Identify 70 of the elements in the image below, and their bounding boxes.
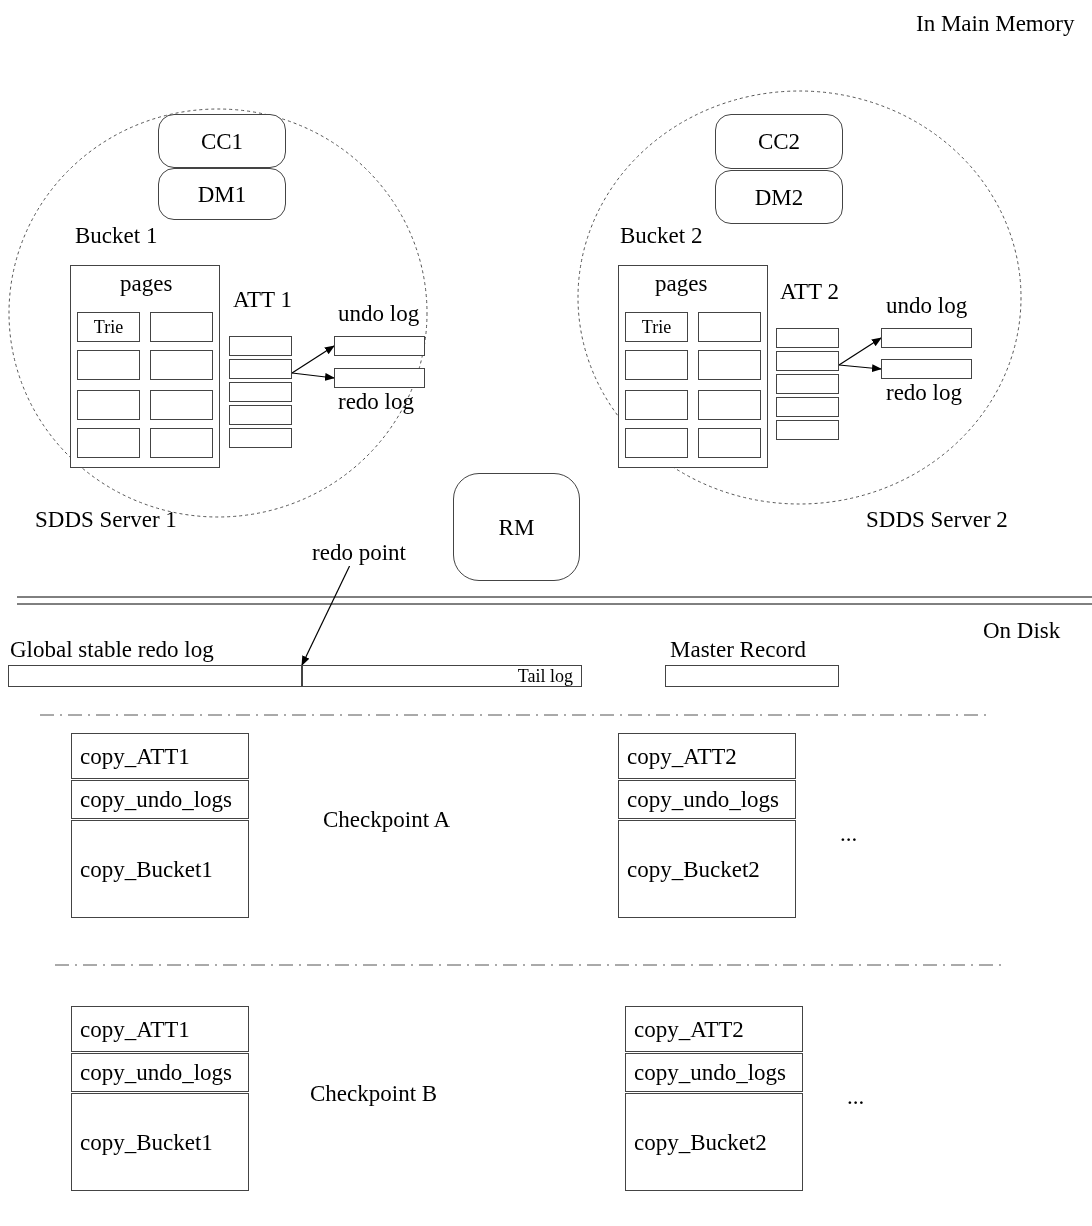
table-row [776, 397, 839, 417]
region-label: In Main Memory [916, 12, 1075, 35]
bucket-label: Bucket 2 [620, 224, 703, 247]
copy-box: copy_undo_logs [625, 1053, 803, 1092]
log-label: undo log [338, 302, 420, 325]
copy-box: copy_Bucket1 [71, 820, 249, 918]
page-cell [625, 428, 688, 458]
component-box: CC2 [715, 114, 843, 169]
checkpoint-label: Checkpoint A [323, 808, 451, 831]
server-label: SDDS Server 2 [866, 508, 1008, 531]
log-label: Global stable redo log [10, 638, 214, 661]
table-row [229, 382, 292, 402]
table-row [229, 336, 292, 356]
page-cell [625, 390, 688, 420]
log-segment: Tail log [302, 665, 582, 687]
table-row [776, 374, 839, 394]
log-segment [8, 665, 302, 687]
pages-label: pages [655, 272, 708, 295]
page-cell [698, 390, 761, 420]
page-cell [150, 312, 213, 342]
copy-box: copy_ATT1 [71, 1006, 249, 1052]
table-label: ATT 2 [780, 280, 839, 303]
page-cell [150, 390, 213, 420]
copy-box: copy_undo_logs [71, 780, 249, 819]
checkpoint-label: Checkpoint B [310, 1082, 438, 1105]
ellipsis: ... [840, 822, 858, 845]
ellipsis: ... [847, 1085, 865, 1108]
page-cell [625, 350, 688, 380]
table-row [229, 428, 292, 448]
arrow [838, 364, 882, 373]
pages-label: pages [120, 272, 173, 295]
arrow [291, 345, 335, 374]
copy-box: copy_undo_logs [71, 1053, 249, 1092]
bucket-label: Bucket 1 [75, 224, 158, 247]
table-row [229, 359, 292, 379]
copy-box: copy_ATT1 [71, 733, 249, 779]
table-row [229, 405, 292, 425]
page-cell [698, 350, 761, 380]
arrow [301, 565, 351, 666]
component-box: CC1 [158, 114, 286, 168]
arrow [291, 372, 335, 381]
page-cell: Trie [77, 312, 140, 342]
page-cell [698, 312, 761, 342]
component-box: DM2 [715, 170, 843, 224]
copy-box: copy_ATT2 [625, 1006, 803, 1052]
component-box: RM [453, 473, 580, 581]
table-row [776, 328, 839, 348]
page-cell [77, 390, 140, 420]
page-cell [150, 428, 213, 458]
arrow [838, 337, 882, 366]
page-cell [698, 428, 761, 458]
record-label: Master Record [670, 638, 807, 661]
table-label: ATT 1 [233, 288, 292, 311]
log-label: redo log [338, 390, 414, 413]
page-cell [150, 350, 213, 380]
server-label: SDDS Server 1 [35, 508, 177, 531]
table-row [776, 351, 839, 371]
table-row [776, 420, 839, 440]
page-cell [77, 350, 140, 380]
log-label: redo log [886, 381, 962, 404]
copy-box: copy_Bucket2 [618, 820, 796, 918]
copy-box: copy_Bucket1 [71, 1093, 249, 1191]
log-label: undo log [886, 294, 968, 317]
component-box: DM1 [158, 168, 286, 220]
page-cell: Trie [625, 312, 688, 342]
page-cell [77, 428, 140, 458]
copy-box: copy_ATT2 [618, 733, 796, 779]
copy-box: copy_Bucket2 [625, 1093, 803, 1191]
copy-box: copy_undo_logs [618, 780, 796, 819]
region-label: On Disk [983, 619, 1061, 642]
